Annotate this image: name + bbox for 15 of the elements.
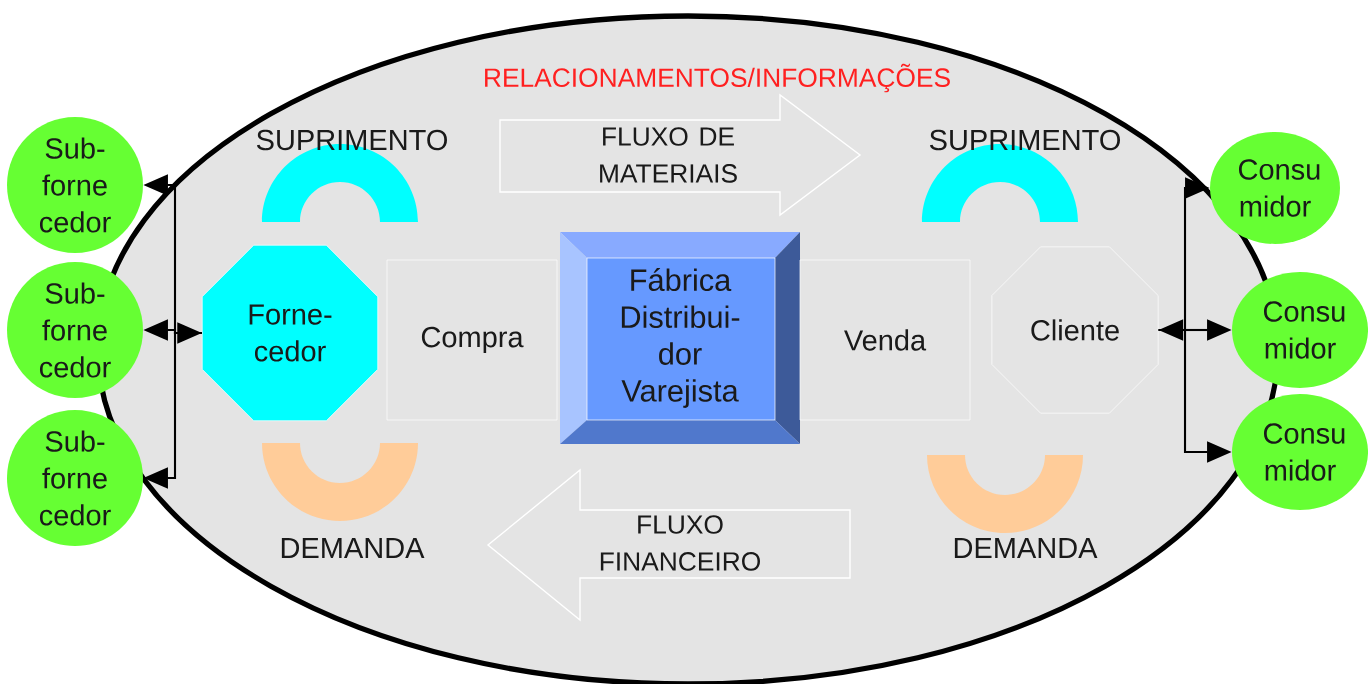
- arc-with-label: DEMANDA: [927, 455, 1098, 558]
- box: Venda: [799, 259, 971, 421]
- circle-node: Sub- forne cedor: [7, 410, 143, 546]
- octagon: Forne- cedor: [201, 244, 379, 422]
- box: Compra: [386, 259, 558, 421]
- arc-with-label: SUPRIMENTO: [256, 129, 447, 222]
- ellipse-node: Consu midor: [1210, 132, 1340, 244]
- ellipse-node: Consu midor: [1232, 394, 1368, 510]
- arc-with-label: SUPRIMENTO: [922, 129, 1120, 222]
- arc-with-label: DEMANDA: [262, 443, 425, 558]
- ellipse-node: Consu midor: [1232, 272, 1368, 388]
- circle-node: Sub- forne cedor: [7, 117, 143, 253]
- circle-node: Sub- forne cedor: [7, 262, 143, 398]
- octagon: Cliente: [991, 246, 1159, 414]
- bevel-box: Fábrica Distribui- dor Varejista: [560, 232, 800, 444]
